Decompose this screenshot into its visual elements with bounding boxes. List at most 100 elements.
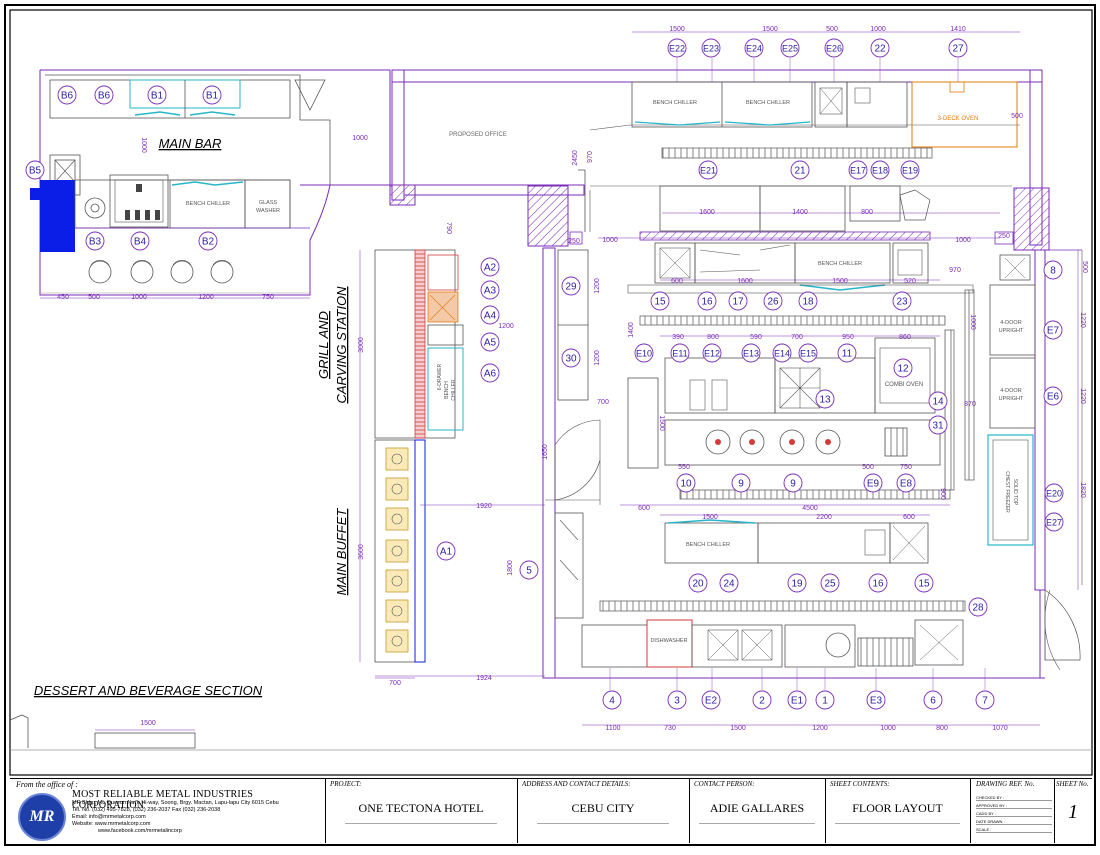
equipment-tag-label: E19	[902, 166, 918, 176]
dim-text: 600	[638, 505, 650, 512]
label-glass: GLASS	[259, 200, 278, 206]
equipment-tag-circle	[798, 291, 818, 311]
dim-text: 3000	[358, 337, 365, 353]
equipment-tag-label: 1	[822, 696, 828, 707]
equipment-tag: B4	[130, 231, 150, 251]
equipment-tag: B2	[198, 231, 218, 251]
equipment-tag: 15	[650, 291, 670, 311]
equipment-tag-circle	[928, 391, 948, 411]
equipment-tag-label: E8	[900, 479, 913, 490]
label-bench-chiller-top-2: BENCH CHILLER	[746, 100, 790, 106]
dim-text: 700	[389, 680, 401, 687]
equipment-tag-circle	[57, 85, 77, 105]
equipment-tag: E26	[824, 38, 844, 58]
equipment-tag-label: E15	[800, 349, 816, 359]
equipment-tag-circle	[752, 690, 772, 710]
equipment-tag: 22	[870, 38, 890, 58]
dim-text: 1200	[594, 350, 601, 366]
section-title-carving: CARVING STATION	[334, 286, 349, 404]
company-website: Website: www.mrmetalcorp.com	[72, 821, 151, 827]
title-block-company: From the office of : MR MOST RELIABLE ME…	[10, 779, 326, 843]
dim-text: 750	[262, 294, 274, 301]
equipment-tag-circle	[975, 690, 995, 710]
dim-text: 1924	[476, 675, 492, 682]
dim-text: 1200	[812, 725, 828, 732]
dim-text: 500	[1081, 261, 1088, 273]
dim-text: 2450	[572, 150, 579, 166]
equipment-tag-label: 15	[654, 297, 666, 308]
label-4-door-1: 4-DOOR	[1000, 320, 1021, 326]
equipment-tag-circle	[702, 343, 722, 363]
equipment-tag-label: 14	[932, 397, 944, 408]
equipment-tag-label: E1	[791, 696, 804, 707]
date-drawn: DATE DRAWN :	[976, 819, 1052, 825]
equipment-tag-label: B5	[29, 166, 42, 177]
equipment-tag-circle	[783, 473, 803, 493]
equipment-tag-label: E6	[1047, 392, 1060, 403]
equipment-tag-label: 25	[824, 579, 836, 590]
equipment-tag-label: 3	[674, 696, 680, 707]
equipment-tag: E18	[870, 160, 890, 180]
dim-text: 800	[861, 209, 873, 216]
equipment-tag: E11	[670, 343, 690, 363]
equipment-tag: E6	[1043, 386, 1063, 406]
equipment-tag-circle	[848, 160, 868, 180]
equipment-tag: A6	[480, 363, 500, 383]
equipment-tag-label: A1	[440, 547, 453, 558]
equipment-tag: 26	[763, 291, 783, 311]
equipment-tag: B1	[202, 85, 222, 105]
equipment-tag: E21	[698, 160, 718, 180]
checked-by: CHECKED BY :	[976, 795, 1052, 801]
title-block-sheet-no: SHEET No. 1	[1054, 779, 1092, 843]
dim-text: 1500	[762, 26, 778, 33]
equipment-tag-circle	[1043, 260, 1063, 280]
equipment-tag-circle	[893, 358, 913, 378]
equipment-tag: E8	[896, 473, 916, 493]
equipment-tag-label: E17	[850, 166, 866, 176]
dim-text: 730	[664, 725, 676, 732]
equipment-tag: 28	[968, 597, 988, 617]
approved-by: APPROVED BY :	[976, 803, 1052, 809]
equipment-tag-label: 18	[802, 297, 814, 308]
equipment-tag-label: A6	[484, 369, 497, 380]
equipment-tag: 17	[728, 291, 748, 311]
equipment-tag-circle	[561, 276, 581, 296]
dim-text: 1000	[969, 314, 976, 330]
equipment-tag-circle	[719, 573, 739, 593]
equipment-tag-circle	[697, 291, 717, 311]
company-facebook: www.facebook.com/mrmetalincorp	[98, 828, 182, 834]
equipment-tag-circle	[519, 560, 539, 580]
equipment-tag-label: 19	[791, 579, 803, 590]
label-chiller: CHILLER	[451, 379, 457, 401]
equipment-tag-circle	[923, 690, 943, 710]
dim-text: 520	[904, 278, 916, 285]
dim-text: 1000	[131, 294, 147, 301]
equipment-tag: B6	[57, 85, 77, 105]
equipment-tag: E22	[667, 38, 687, 58]
equipment-tag: E25	[780, 38, 800, 58]
label-bench: BENCH	[444, 381, 450, 399]
equipment-tag: 7	[975, 690, 995, 710]
equipment-tag-circle	[480, 280, 500, 300]
dim-text: 970	[587, 151, 594, 163]
sheet-contents-value: FLOOR LAYOUT	[852, 801, 943, 815]
label-dishwasher: DISHWASHER	[650, 638, 687, 644]
dim-text: 800	[707, 334, 719, 341]
equipment-tag-circle	[480, 257, 500, 277]
dim-text: 800	[936, 725, 948, 732]
cooking-island	[627, 284, 975, 500]
dim-text: 1500	[140, 720, 156, 727]
equipment-tag-label: E24	[746, 44, 762, 54]
dim-text: 700	[597, 399, 609, 406]
label-bench-chiller-prep: BENCH CHILLER	[818, 261, 862, 267]
equipment-tag-circle	[480, 305, 500, 325]
equipment-tag: E20	[1044, 483, 1064, 503]
label-bench-chiller-lower: BENCH CHILLER	[686, 542, 730, 548]
equipment-tag-label: E3	[870, 696, 883, 707]
company-name: MOST RELIABLE METAL INDUSTRIES CORPORATI…	[72, 789, 254, 811]
section-title-main-buffet: MAIN BUFFET	[334, 508, 349, 596]
project-value: ONE TECTONA HOTEL	[358, 801, 484, 815]
equipment-tag-label: 16	[701, 297, 713, 308]
equipment-tag-circle	[772, 343, 792, 363]
equipment-tag: 25	[820, 573, 840, 593]
